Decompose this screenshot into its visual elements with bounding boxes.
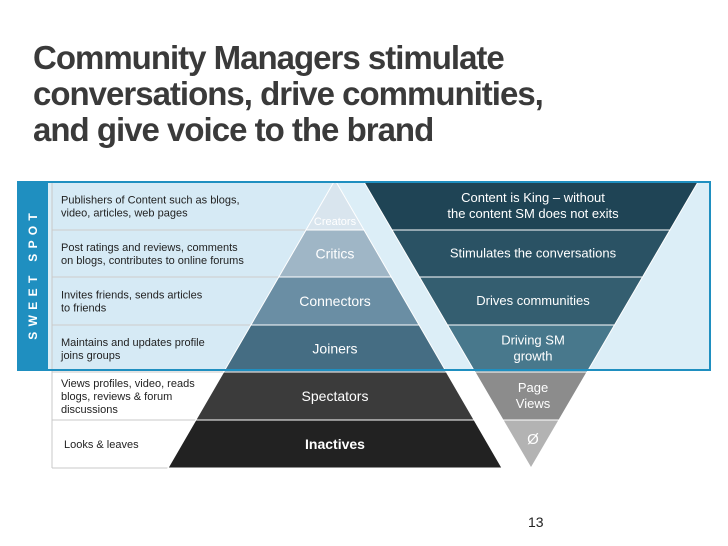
pyramid-label: Inactives <box>305 436 365 452</box>
description-text: Publishers of Content such as blogs, <box>61 195 240 207</box>
title-line-3: and give voice to the brand <box>33 111 434 148</box>
description-text: Looks & leaves <box>64 439 139 451</box>
pyramid-label: Critics <box>316 246 355 262</box>
pyramid-label: Spectators <box>302 388 369 404</box>
description-text: discussions <box>61 404 118 416</box>
role-text: Views <box>516 396 551 411</box>
pyramid-level <box>167 419 503 469</box>
description-text: on blogs, contributes to online forums <box>61 255 244 267</box>
role-text: Ø <box>527 431 539 448</box>
title-line-1: Community Managers stimulate <box>33 39 505 76</box>
description-text: blogs, reviews & forum <box>61 391 172 403</box>
role-text: the content SM does not exits <box>447 206 619 221</box>
description-text: to friends <box>61 303 107 315</box>
description-row-bg <box>52 231 313 276</box>
role-text: Drives communities <box>476 293 590 308</box>
description-row-bg <box>52 326 257 371</box>
title-line-2: conversations, drive communities, <box>33 75 544 112</box>
role-text: Content is King – without <box>461 190 605 205</box>
description-text: Maintains and updates profile <box>61 337 205 349</box>
description-text: video, articles, web pages <box>61 208 188 220</box>
description-text: joins groups <box>60 350 121 362</box>
pyramid-label: Connectors <box>299 293 371 309</box>
sweet-spot-band <box>18 182 48 370</box>
description-row-bg <box>52 278 285 324</box>
description-text: Post ratings and reviews, comments <box>61 242 238 254</box>
inverted-pyramid-level <box>502 419 560 469</box>
pyramid-label: Joiners <box>312 341 357 357</box>
page-number: 13 <box>528 514 544 530</box>
sweet-spot-label: S W E E T S P O T <box>26 212 40 339</box>
pyramid-label: Creators <box>314 216 357 228</box>
page-title: Community Managers stimulate conversatio… <box>33 40 673 148</box>
description-row-bg <box>52 373 230 419</box>
description-text: Invites friends, sends articles <box>61 290 203 302</box>
role-text: Page <box>518 380 548 395</box>
description-row-bg <box>52 183 340 229</box>
role-text: Driving SM <box>501 333 565 348</box>
description-text: Views profiles, video, reads <box>61 378 195 390</box>
role-text: growth <box>513 349 552 364</box>
role-text: Stimulates the conversations <box>450 246 617 261</box>
